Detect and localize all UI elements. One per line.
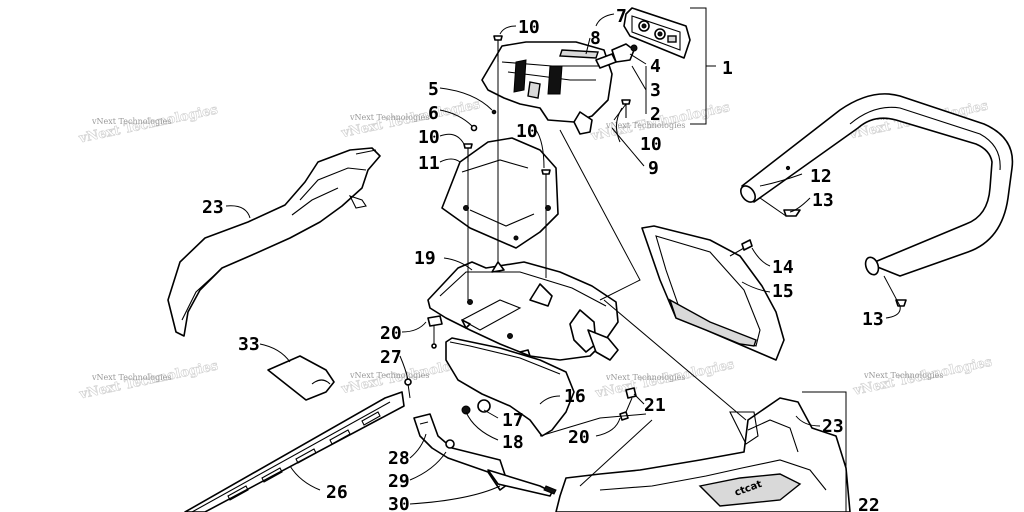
part-9-tail-housing xyxy=(481,41,613,135)
callout-26: 26 xyxy=(326,482,348,503)
part-28-30-bracket xyxy=(413,413,557,497)
callout-3: 3 xyxy=(650,80,661,101)
part-11-shield xyxy=(441,137,559,249)
callout-4: 4 xyxy=(650,56,661,77)
part-26-rail xyxy=(184,391,405,512)
callout-5: 5 xyxy=(428,79,439,100)
part-16-flap xyxy=(445,337,575,437)
callout-23-right: 23 xyxy=(822,416,844,437)
callout-1: 1 xyxy=(722,58,733,79)
callout-21: 21 xyxy=(644,395,666,416)
watermark: vNext Technologies xyxy=(863,371,943,380)
callout-15: 15 xyxy=(772,281,794,302)
part-19-tray xyxy=(427,261,619,361)
callout-33: 33 xyxy=(238,334,260,355)
callout-18: 18 xyxy=(502,432,524,453)
callout-20-left: 20 xyxy=(380,323,402,344)
group-brackets xyxy=(690,7,847,512)
watermark: vNext Technologies xyxy=(91,117,171,126)
callout-7: 7 xyxy=(616,6,627,27)
part-23-right-side-panel: ctcat xyxy=(555,397,851,512)
leader-lines xyxy=(225,13,901,505)
callout-17: 17 xyxy=(502,410,524,431)
assembly-lines xyxy=(407,62,901,487)
callout-8: 8 xyxy=(590,28,601,49)
callout-14: 14 xyxy=(772,257,794,278)
callout-10-right: 10 xyxy=(640,134,662,155)
callout-16: 16 xyxy=(564,386,586,407)
callout-2: 2 xyxy=(650,104,661,125)
watermark: vNext Technologies xyxy=(605,373,685,382)
watermark: vNext Technologies xyxy=(349,371,429,380)
callout-6: 6 xyxy=(428,103,439,124)
callout-10-left: 10 xyxy=(418,127,440,148)
part-12-grab-bar xyxy=(740,93,1014,277)
callout-29: 29 xyxy=(388,471,410,492)
callout-10-top: 10 xyxy=(518,17,540,38)
callout-22: 22 xyxy=(858,495,880,512)
watermark: vNext Technologies xyxy=(91,373,171,382)
part-23-left-side-panel xyxy=(167,147,381,337)
callout-19: 19 xyxy=(414,248,436,269)
watermark: vNext Technologies xyxy=(349,113,429,122)
callout-11: 11 xyxy=(418,153,440,174)
watermark: vNext Technologies xyxy=(605,121,685,130)
callout-13-upper: 13 xyxy=(812,190,834,211)
callout-13-lower: 13 xyxy=(862,309,884,330)
callout-28: 28 xyxy=(388,448,410,469)
part-1-taillight xyxy=(623,7,691,59)
callout-23-left: 23 xyxy=(202,197,224,218)
callout-labels: 1 2 3 4 5 6 7 8 9 10 10 10 10 11 12 13 1… xyxy=(202,6,884,512)
callout-12: 12 xyxy=(810,166,832,187)
part-33-pad xyxy=(267,355,335,401)
callout-9: 9 xyxy=(648,158,659,179)
callout-27: 27 xyxy=(380,347,402,368)
callout-30: 30 xyxy=(388,494,410,512)
callout-10-center: 10 xyxy=(516,121,538,142)
part-15-wall xyxy=(641,225,785,361)
callout-20-right: 20 xyxy=(568,427,590,448)
